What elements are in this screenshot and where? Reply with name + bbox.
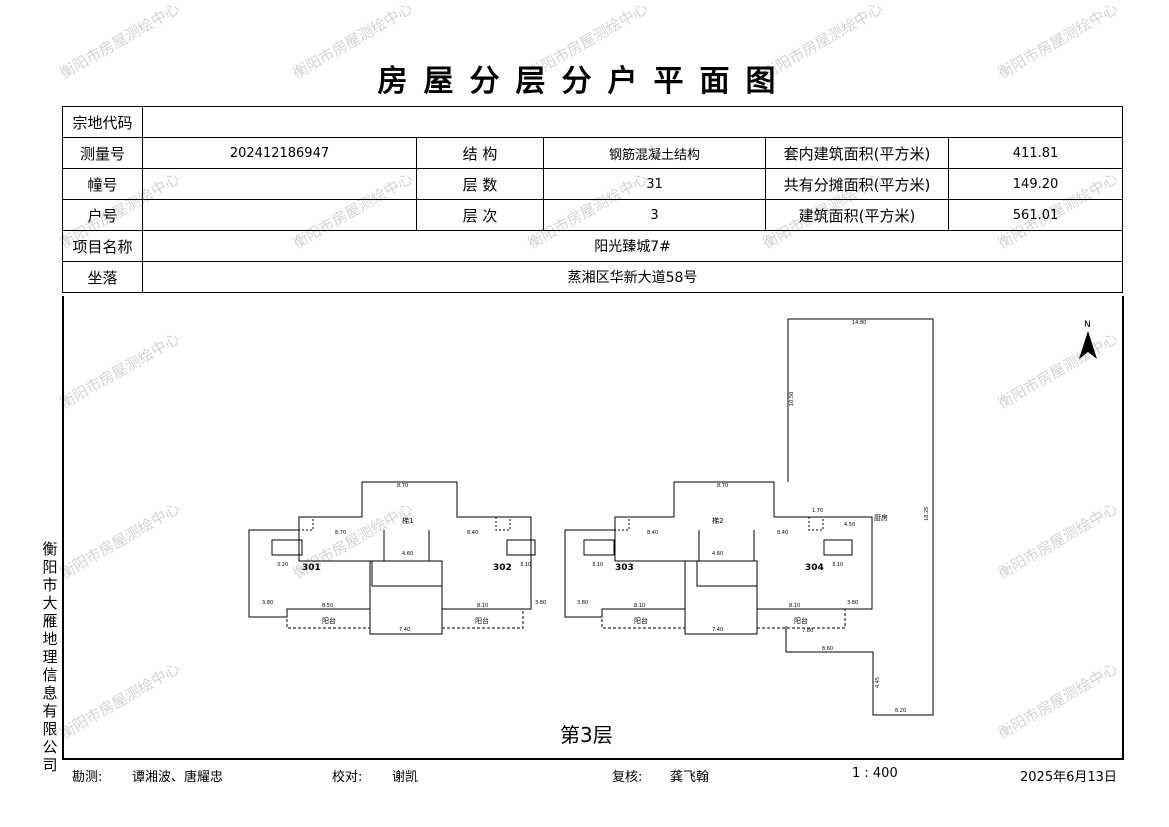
dim-label: 3.10: [832, 562, 843, 568]
dim-label: 8.40: [777, 530, 788, 536]
inner-room: [271, 539, 303, 556]
dim-label: 8.50: [322, 603, 333, 609]
plan-outline-right-block: [564, 481, 873, 635]
survey-value: 谭湘波、唐耀忠: [132, 770, 224, 785]
dim-label: 4.60: [402, 551, 413, 557]
unit-label-303: 303: [615, 563, 634, 573]
structure-value: 钢筋混凝土结构: [543, 137, 766, 169]
building-value: [142, 168, 417, 200]
survey-no-label: 测量号: [62, 137, 143, 169]
project-value: 阳光臻城7#: [141, 230, 1124, 262]
plan-outline-tower: [785, 318, 934, 716]
survey-label: 勘测:: [72, 770, 103, 785]
review-label: 复核:: [612, 770, 643, 785]
north-arrow-icon: N: [1079, 320, 1097, 359]
dim-label: 6.20: [895, 708, 906, 714]
inner-room: [583, 539, 615, 556]
dim-label: 8.70: [335, 530, 346, 536]
shared-area-label: 共有分摊面积(平方米): [765, 168, 949, 200]
dim-label: 8.40: [467, 530, 478, 536]
info-table: 宗地代码 测量号 202412186947 结 构 钢筋混凝土结构 套内建筑面积…: [62, 106, 1124, 293]
balcony-label: 阳台: [322, 616, 336, 625]
project-label: 项目名称: [62, 230, 143, 262]
survey-no-value: 202412186947: [142, 137, 417, 169]
stair-label-2: 梯2: [712, 516, 723, 525]
dim-label: 8.10: [634, 603, 645, 609]
inner-area-label: 套内建筑面积(平方米): [765, 137, 949, 169]
dim-label: 3.10: [592, 562, 603, 568]
dim-label: 8.10: [477, 603, 488, 609]
zongdi-label: 宗地代码: [62, 106, 143, 138]
inner-room: [823, 539, 853, 556]
balcony-label: 阳台: [475, 616, 489, 625]
floors-value: 31: [543, 168, 766, 200]
dim-label: 8.40: [647, 530, 658, 536]
floor-plan: N 301 302 303 304 梯1 梯2 厨房 阳台 阳台 阳台 阳台 1…: [248, 318, 1097, 716]
dim-label: 7.40: [399, 627, 410, 633]
page-title: 房屋分层分户平面图: [377, 64, 792, 99]
shared-area-value: 149.20: [947, 168, 1124, 200]
dim-label: 1.70: [812, 508, 823, 514]
floor-label: 层 次: [416, 199, 544, 231]
check-value: 谢凯: [392, 770, 419, 785]
total-area-label: 建筑面积(平方米): [765, 199, 949, 231]
room-label: 厨房: [874, 513, 888, 522]
dim-label: 3.80: [535, 600, 546, 606]
inner-room: [506, 539, 536, 556]
dim-label: 3.80: [577, 600, 588, 606]
company-name: 衡阳市大雁地理信息有限公司: [42, 540, 58, 774]
dim-label: 3.20: [277, 562, 288, 568]
platform-3: [614, 516, 630, 531]
zongdi-value: [141, 106, 1124, 138]
scale: 1 : 400: [852, 766, 898, 781]
unit-label: 户号: [62, 199, 143, 231]
dim-label: 3.80: [262, 600, 273, 606]
unit-label-304: 304: [805, 563, 824, 573]
floor-title: 第3层: [560, 723, 613, 747]
balcony-label: 阳台: [794, 616, 808, 625]
floor-value: 3: [543, 199, 766, 231]
dim-label: 8.70: [717, 483, 728, 489]
location-label: 坐落: [62, 261, 143, 293]
unit-label-301: 301: [302, 563, 321, 573]
unit-label-302: 302: [493, 563, 512, 573]
dim-label: 4.60: [712, 551, 723, 557]
dim-label: 18.25: [924, 507, 930, 521]
svg-text:N: N: [1084, 320, 1091, 330]
building-label: 幢号: [62, 168, 143, 200]
dim-label: 7.40: [712, 627, 723, 633]
plan-frame: [62, 296, 1124, 760]
dim-label: 3.10: [520, 562, 531, 568]
dim-label: 14.80: [852, 320, 866, 326]
inner-area-value: 411.81: [947, 137, 1124, 169]
location-value: 蒸湘区华新大道58号: [141, 261, 1124, 293]
dim-label: 10.50: [789, 392, 795, 406]
dim-label: 7.80: [802, 628, 813, 634]
dim-label: 3.80: [847, 600, 858, 606]
date: 2025年6月13日: [1020, 770, 1117, 785]
stair-label-1: 梯1: [402, 516, 413, 525]
balcony-label: 阳台: [634, 616, 648, 625]
platform-1: [298, 516, 314, 531]
dim-label: 4.50: [844, 522, 855, 528]
floors-label: 层 数: [416, 168, 544, 200]
review-value: 龚飞翰: [670, 770, 710, 785]
dim-label: 8.70: [397, 483, 408, 489]
unit-value: [142, 199, 417, 231]
structure-label: 结 构: [416, 137, 544, 169]
platform-2: [495, 516, 511, 531]
platform-4: [808, 516, 824, 531]
check-label: 校对:: [332, 770, 363, 785]
plan-outline-left-block: [248, 481, 532, 635]
dim-label: 8.10: [789, 603, 800, 609]
dim-label: 4.45: [875, 677, 881, 688]
dim-label: 8.60: [822, 646, 833, 652]
total-area-value: 561.01: [947, 199, 1124, 231]
